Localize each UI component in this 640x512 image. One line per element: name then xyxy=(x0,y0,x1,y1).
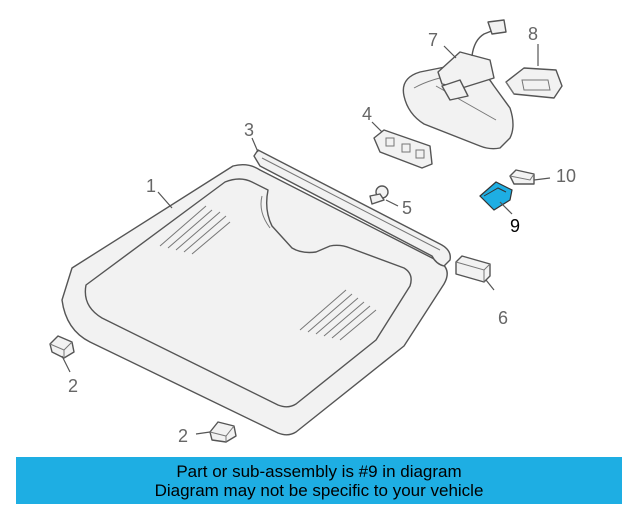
callout-7: 7 xyxy=(428,30,438,50)
callout-1: 1 xyxy=(146,176,156,196)
small-clip xyxy=(509,169,535,185)
reflection-lines-upper xyxy=(159,205,231,255)
callout-4: 4 xyxy=(362,104,372,124)
callout-2-left: 2 xyxy=(68,376,78,396)
callout-10: 10 xyxy=(556,166,576,186)
spacer-block-bottom xyxy=(209,421,237,443)
info-banner: Part or sub-assembly is #9 in diagram Di… xyxy=(16,457,622,504)
spacer-block-left xyxy=(49,335,75,359)
callout-3: 3 xyxy=(244,120,254,140)
bolt xyxy=(369,185,389,205)
mirror-bracket xyxy=(373,129,433,169)
highlighted-part-9 xyxy=(479,181,513,211)
clip xyxy=(455,255,491,283)
callout-9: 9 xyxy=(510,216,520,236)
leader-lines xyxy=(61,44,551,435)
callout-5: 5 xyxy=(402,198,412,218)
windshield-glass xyxy=(61,163,448,436)
callout-8: 8 xyxy=(528,24,538,44)
callout-2-bottom: 2 xyxy=(178,426,188,446)
parts-diagram: 1 2 2 3 4 5 6 7 8 9 10 xyxy=(49,19,576,446)
reflection-lines-lower xyxy=(299,289,377,341)
rear-view-mirror xyxy=(402,19,514,150)
callout-6: 6 xyxy=(498,308,508,328)
rain-sensor xyxy=(505,67,563,99)
upper-molding xyxy=(253,149,451,267)
banner-line-2: Diagram may not be specific to your vehi… xyxy=(154,480,484,500)
banner-line-1: Part or sub-assembly is #9 in diagram xyxy=(176,461,462,481)
